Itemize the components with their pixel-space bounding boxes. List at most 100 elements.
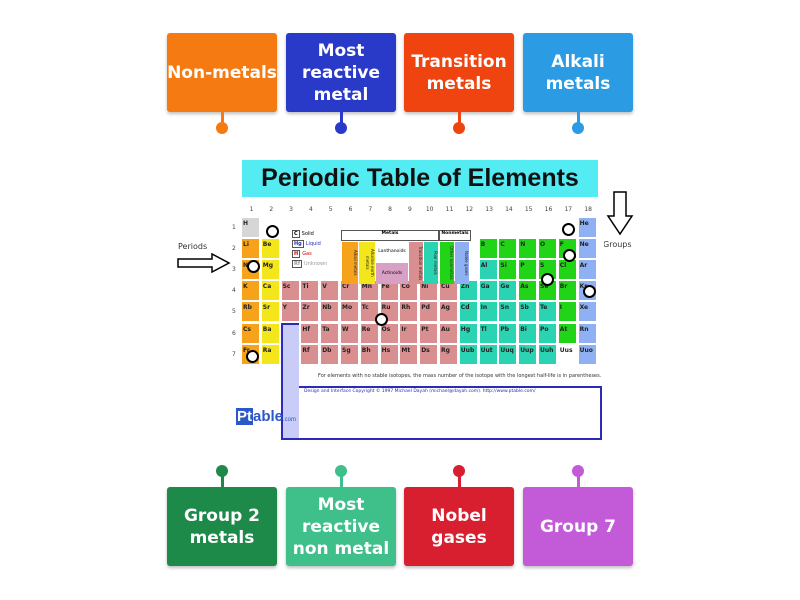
element-cell: Ga [479,281,498,301]
f-block-connector [281,323,299,440]
element-cell: Ca [261,281,280,301]
category-transition: Transition metals [409,242,423,284]
element-cell: Rg [440,344,458,364]
element-cell: Al [479,260,498,280]
element-cell: Zr [301,302,320,322]
element-cell: Pd [420,302,439,322]
element-cell: He [578,218,597,237]
connector-stem [458,474,461,488]
drop-target-4[interactable] [375,313,388,326]
element-cell: N [519,239,538,259]
element-cell: Br [558,281,577,301]
element-cell: Ba [261,323,280,343]
label-non-metals[interactable]: Non-metals [167,33,277,112]
drop-target-3[interactable] [246,350,259,363]
element-cell: Be [261,239,280,259]
element-cell: K [242,281,260,301]
element-cell: Ge [499,281,518,301]
element-cell: Tc [360,302,379,322]
label-alkali-metals[interactable]: Alkali metals [523,33,633,112]
label-most-reactive-metal[interactable]: Most reactive metal [286,33,396,112]
pin-dot-icon [335,122,347,134]
drop-target-2[interactable] [247,260,260,273]
period-number: 4 [232,287,236,295]
element-cell: O [539,239,557,259]
connector-stem [340,474,343,488]
element-cell: Zn [459,281,478,301]
category-other-nonmetals: Other nonmetals [440,242,454,284]
element-cell: Rb [242,302,260,322]
element-cell: In [479,302,498,322]
category-actinoids: Actinoids [376,263,408,284]
legend-text: Liquid [305,241,321,247]
group-number: 10 [425,206,434,213]
drop-target-8[interactable] [583,285,596,298]
period-number: 7 [232,350,236,358]
element-cell: H [242,218,260,237]
drop-target-6[interactable] [563,249,576,262]
element-cell: Sg [341,344,359,364]
legend-text: Gas [302,251,312,257]
group-number: 11 [445,206,454,213]
group-number: 1 [249,206,254,213]
element-cell: Hg [459,323,478,343]
element-cell: Cd [459,302,478,322]
element-cell: Pt [420,323,439,343]
label-group-2-metals[interactable]: Group 2 metals [167,487,277,566]
drop-target-5[interactable] [562,223,575,236]
group-number: 2 [269,206,274,213]
connector-stem [577,112,580,126]
group-number: 13 [485,206,493,213]
element-cell: W [341,323,359,343]
element-cell: Cr [341,281,359,301]
period-number: 5 [232,308,236,316]
table-title: Periodic Table of Elements [242,160,598,197]
element-cell: P [519,260,538,280]
element-cell: Bh [360,344,379,364]
element-cell: Hf [301,323,320,343]
element-cell: Au [440,323,458,343]
legend-symbol: Hg [292,240,304,248]
element-cell: Ni [420,281,439,301]
element-cell: Sr [261,302,280,322]
pin-dot-icon [335,465,347,477]
element-cell: At [558,323,577,343]
group-number: 18 [584,206,592,213]
element-cell: Rf [301,344,320,364]
element-cell: Sc [281,281,300,301]
connector-stem [577,474,580,488]
nonmetals-header: Nonmetals [439,230,471,241]
drop-target-7[interactable] [541,273,554,286]
element-cell: Mo [341,302,359,322]
element-cell: Xe [578,302,597,322]
element-cell: Te [539,302,557,322]
element-cell: Tl [479,323,498,343]
element-cell: Ir [400,323,419,343]
group-number: 4 [308,206,313,213]
element-cell: Uuq [499,344,518,364]
element-cell: Bi [519,323,538,343]
category-noble-gases: Noble gases [455,242,469,284]
group-number: 14 [505,206,513,213]
connector-stem [221,112,224,126]
label-group-7[interactable]: Group 7 [523,487,633,566]
element-cell: Ta [321,323,340,343]
element-cell: Db [321,344,340,364]
label-most-reactive-non-metal[interactable]: Most reactive non metal [286,487,396,566]
element-cell: Mt [400,344,419,364]
label-transition-metals[interactable]: Transition metals [404,33,514,112]
element-cell: Pb [499,323,518,343]
label-nobel-gases[interactable]: Nobel gases [404,487,514,566]
element-cell: B [479,239,498,259]
group-number: 17 [564,206,573,213]
drop-target-1[interactable] [266,225,279,238]
element-cell: Cs [242,323,260,343]
element-cell: Cl [558,260,577,280]
element-cell: As [519,281,538,301]
category-alkaline-earth: Alkaline earth metals [359,242,375,284]
element-cell: Uut [479,344,498,364]
group-number: 12 [465,206,474,213]
